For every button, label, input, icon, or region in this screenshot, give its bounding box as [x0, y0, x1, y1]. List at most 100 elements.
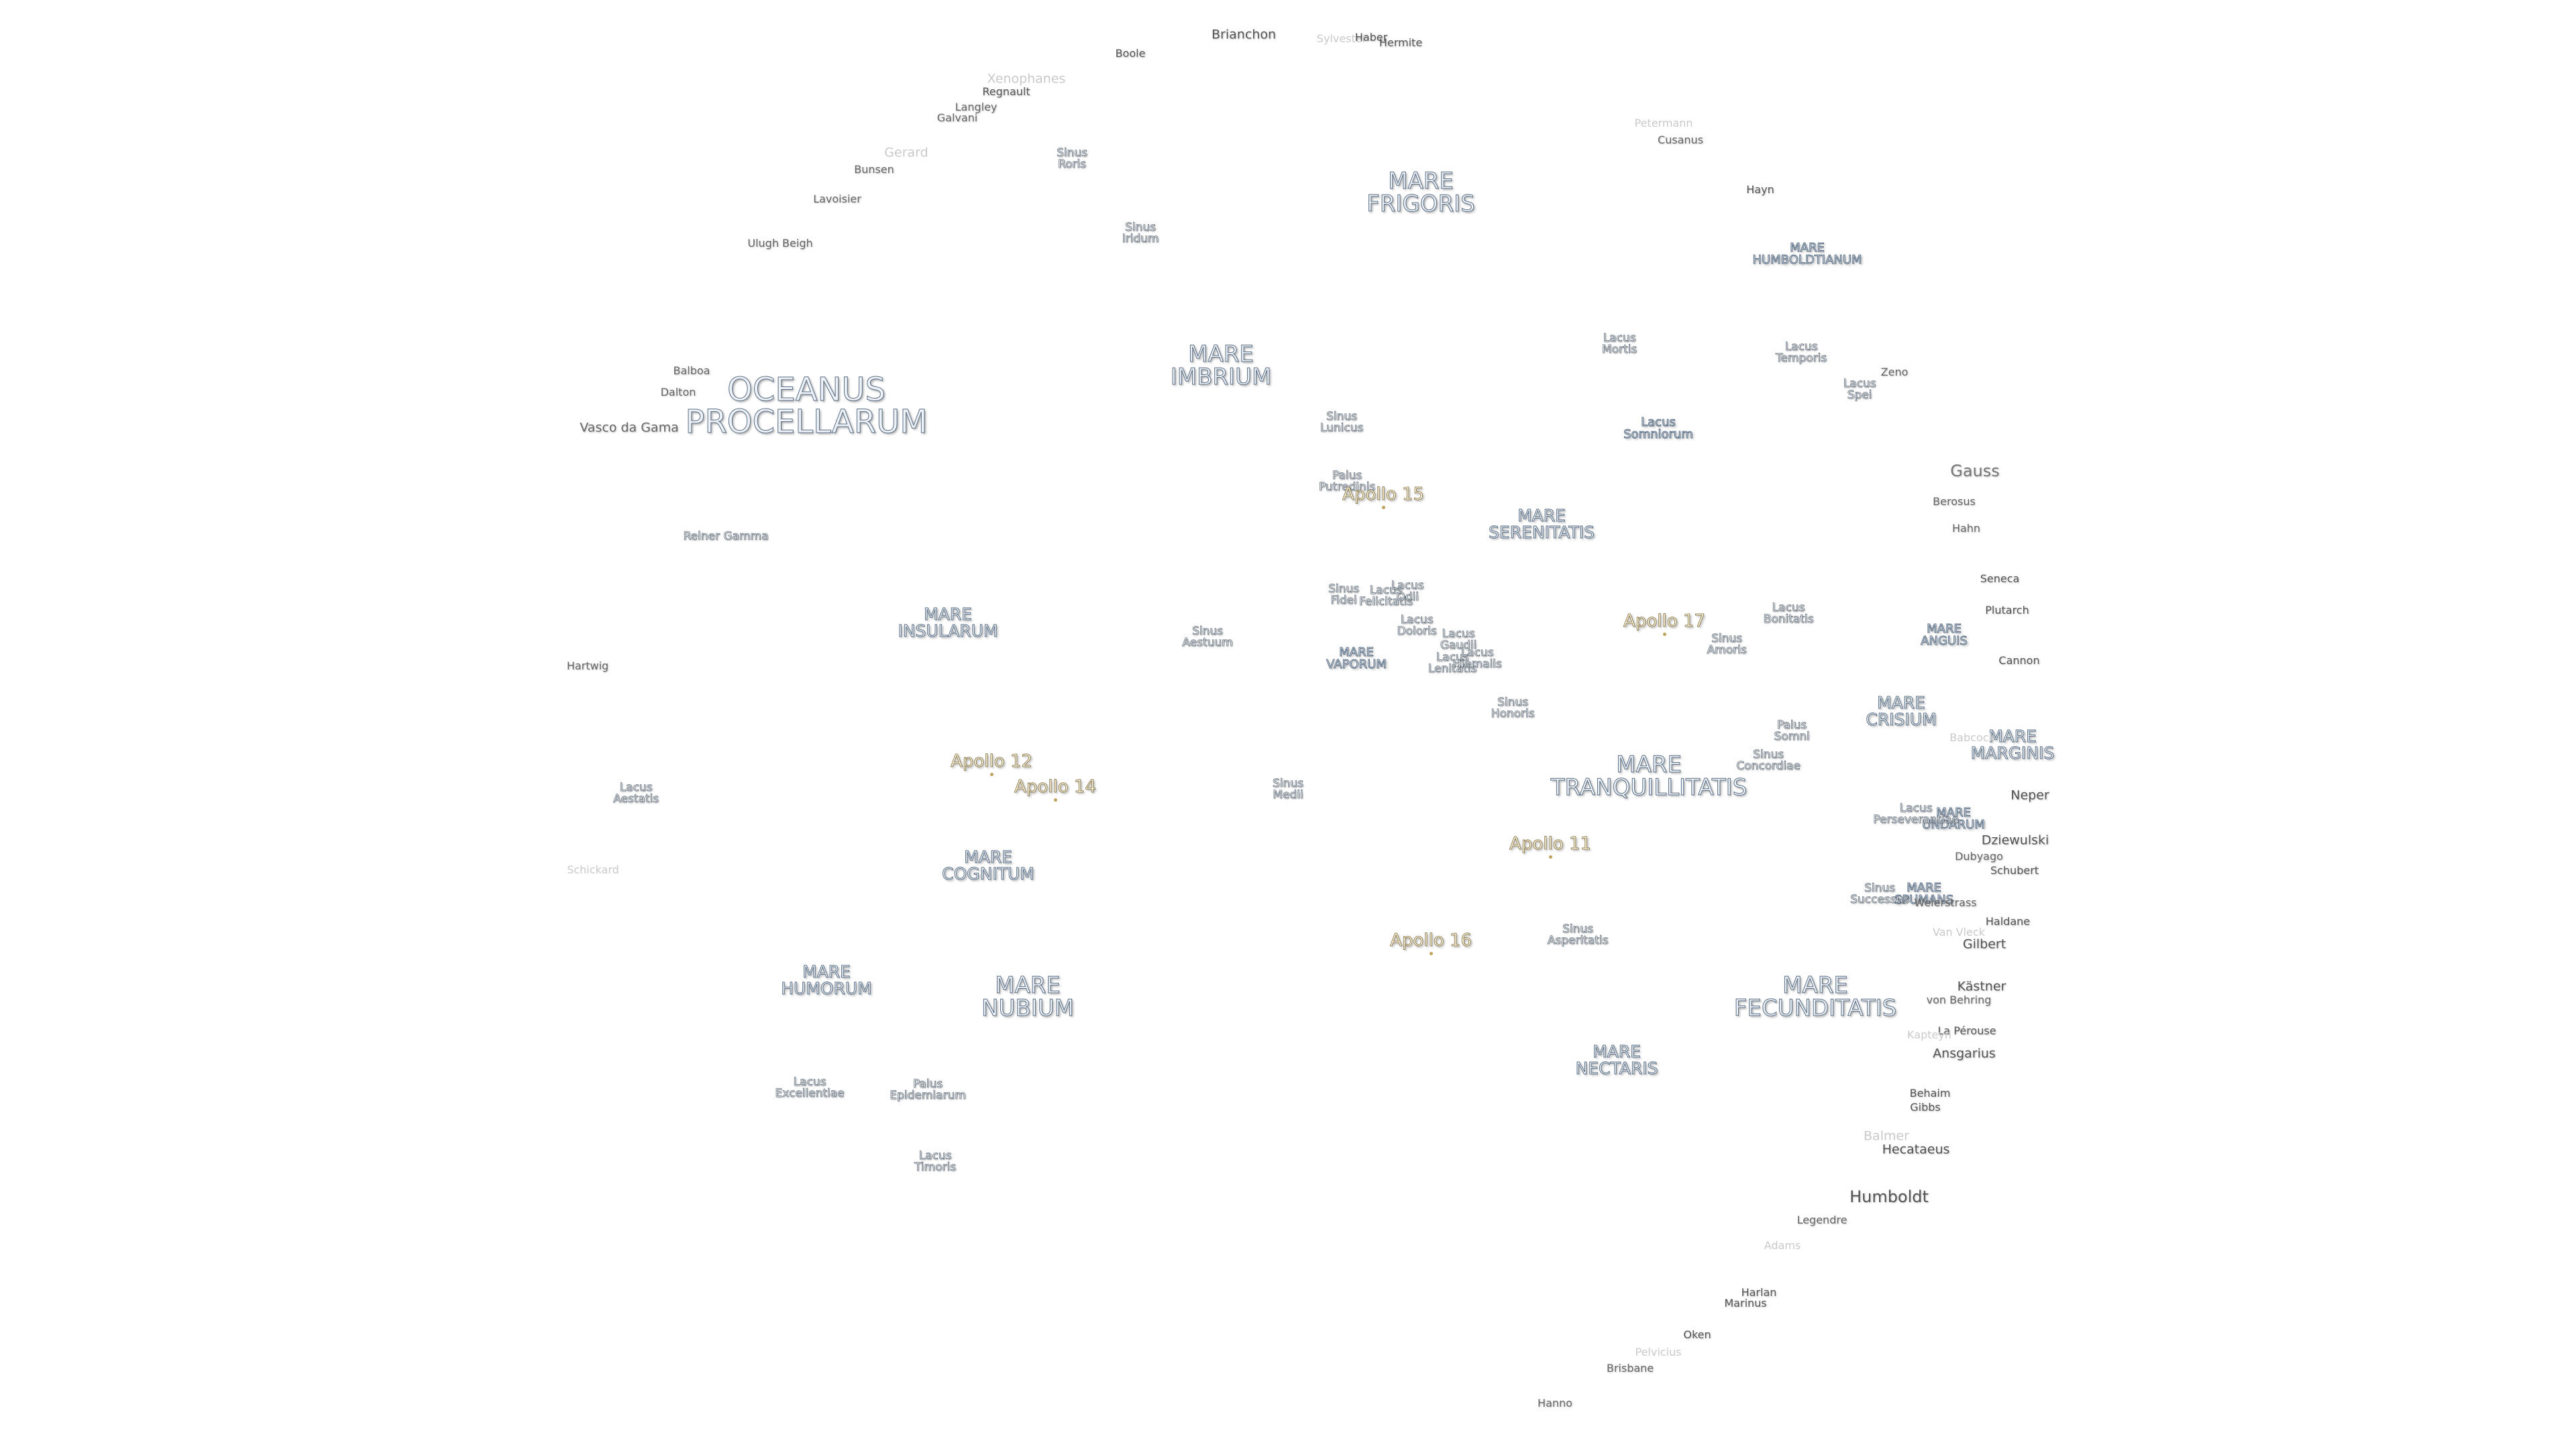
- label-crater-humboldt: Humboldt: [1849, 1187, 1929, 1206]
- label-mare-humorum: MARE HUMORUM: [781, 962, 873, 998]
- label-sinus-iridum: Sinus Iridum: [1122, 221, 1159, 246]
- label-sinus-amoris: Sinus Amoris: [1707, 632, 1747, 657]
- label-crater-bunsen: Bunsen: [854, 163, 894, 176]
- label-crater-zeno: Zeno: [1880, 366, 1909, 378]
- label-lacus-aestatis: Lacus Aestatis: [613, 781, 659, 806]
- label-mare-vaporum: MARE VAPORUM: [1326, 645, 1387, 672]
- label-crater-haber: Haber: [1354, 31, 1388, 44]
- label-mare-nubium: MARE NUBIUM: [981, 972, 1075, 1022]
- label-crater-gerard: Gerard: [884, 145, 928, 160]
- label-mare-spumans: MARE SPUMANS: [1894, 881, 1954, 907]
- label-palus-somni: Palus Somni: [1774, 718, 1810, 743]
- label-crater-seneca: Seneca: [1980, 572, 2020, 585]
- label-mare-undarum: MARE UNDARUM: [1922, 806, 1986, 832]
- label-mare-fecunditatis: MARE FECUNDITATIS: [1733, 972, 1897, 1022]
- label-crater-brianchon: Brianchon: [1212, 27, 1276, 42]
- label-oceanus-procellarum: OCEANUS PROCELLARUM: [685, 371, 928, 441]
- label-lacus-odii: Lacus Odii: [1391, 579, 1424, 604]
- label-crater-hamilton: Harlan: [1741, 1286, 1777, 1299]
- label-palus-putredinis: Palus Putredinis: [1318, 469, 1376, 494]
- label-crater-lavoisier: Lavoisier: [813, 193, 861, 205]
- label-apollo-14: Apollo 14: [1014, 777, 1097, 797]
- apollo-14-marker: [1054, 798, 1057, 802]
- label-mare-tranquillitatis: MARE TRANQUILLITATIS: [1550, 751, 1748, 801]
- label-crater-oken: Oken: [1683, 1328, 1711, 1341]
- label-sinus-asperitatis: Sinus Asperitatis: [1547, 922, 1609, 947]
- label-crater-schickard: Schickard: [567, 863, 619, 876]
- label-crater-haldane: Haldane: [1985, 915, 2031, 928]
- label-crater-van-vleck: Van Vleck: [1932, 926, 1986, 938]
- label-crater-regnault: Regnault: [982, 85, 1030, 98]
- label-lacus-temporis: Lacus Temporis: [1775, 340, 1827, 365]
- label-crater-babcock: Babcock: [1949, 731, 1995, 744]
- label-sinus-honoris: Sinus Honoris: [1491, 696, 1535, 720]
- apollo-15-marker: [1382, 506, 1385, 509]
- label-crater-langley: Langley: [955, 101, 998, 113]
- label-crater-adams: Adams: [1764, 1239, 1801, 1252]
- label-crater-balmer: Balmer: [1864, 1128, 1909, 1144]
- label-crater-xenophanes: Xenophanes: [987, 71, 1066, 87]
- label-sinus-fidei: Sinus Fidei: [1328, 582, 1360, 607]
- apollo-16-marker: [1430, 952, 1433, 955]
- label-lacus-mortis: Lacus Mortis: [1601, 331, 1638, 356]
- label-lacus-perseverantiae: Lacus Perseverantiae: [1873, 802, 1959, 826]
- apollo-17-marker: [1663, 633, 1666, 636]
- label-crater-dziewulski: Dziewulski: [1981, 833, 2049, 848]
- label-crater-vasco-da-gama: Vasco da Gama: [580, 420, 679, 435]
- label-crater-gilbert: Gilbert: [1962, 936, 2006, 952]
- label-crater-boole: Boole: [1115, 47, 1146, 60]
- label-crater-weierstrass: Weierstrass: [1914, 896, 1977, 909]
- label-crater-sylvester: Sylvester: [1316, 32, 1367, 45]
- label-lacus-spei: Lacus Spei: [1843, 377, 1876, 402]
- label-mare-humboldtianum: MARE HUMBOLDTIANUM: [1752, 241, 1862, 267]
- label-crater-gauss: Gauss: [1950, 462, 2000, 480]
- label-reiner-gamma: Reiner Gamma: [683, 529, 769, 543]
- label-mare-crisium: MARE CRISIUM: [1866, 693, 1937, 729]
- label-apollo-11: Apollo 11: [1509, 834, 1592, 854]
- label-crater-balboa: Balboa: [673, 364, 710, 377]
- label-sinus-medii: Sinus Medii: [1273, 777, 1304, 802]
- label-palus-epidemiarum: Palus Epidemiarum: [890, 1077, 966, 1102]
- label-crater-dubyago: Dubyago: [1955, 850, 2003, 863]
- label-crater-galvani: Galvani: [936, 111, 978, 124]
- label-crater-kastner: Kästner: [1957, 979, 2006, 994]
- label-sinus-successus: Sinus Successus: [1849, 881, 1910, 906]
- label-lacus-somniorum: Lacus Somniorum: [1623, 415, 1694, 441]
- label-sinus-lunicus: Sinus Lunicus: [1320, 410, 1364, 435]
- label-crater-cusanus: Cusanus: [1657, 133, 1704, 146]
- label-sinus-roris: Sinus Roris: [1057, 146, 1088, 171]
- label-mare-marginis: MARE MARGINIS: [1970, 727, 2055, 763]
- label-crater-la-perouse: La Pérouse: [1937, 1024, 1996, 1037]
- label-crater-hanno: Hanno: [1538, 1397, 1572, 1409]
- label-crater-von-behring: von Behring: [1926, 994, 1992, 1006]
- label-lacus-hiemalis: Lacus Hiemalis: [1452, 646, 1502, 671]
- label-mare-nectaris: MARE NECTARIS: [1575, 1042, 1658, 1078]
- label-crater-hermite: Hermite: [1379, 36, 1423, 49]
- label-crater-kapteyn: Kapteyn: [1907, 1028, 1951, 1041]
- label-crater-berosus: Berosus: [1933, 495, 1976, 508]
- label-crater-cannon: Cannon: [1998, 654, 2040, 667]
- label-crater-hecataeus: Hecataeus: [1882, 1142, 1950, 1157]
- label-mare-anguis: MARE ANGUIS: [1921, 622, 1968, 648]
- label-lacus-excellentiae: Lacus Excellentiae: [775, 1075, 845, 1100]
- label-mare-imbrium: MARE IMBRIUM: [1170, 341, 1272, 390]
- label-crater-schubert: Schubert: [1990, 864, 2039, 877]
- label-crater-neper: Neper: [2010, 788, 2049, 803]
- label-mare-insularum: MARE INSULARUM: [898, 604, 998, 641]
- label-mare-serenitatis: MARE SERENITATIS: [1489, 506, 1595, 542]
- label-lacus-gaudii: Lacus Gaudii: [1440, 627, 1477, 652]
- label-sinus-aestuum: Sinus Aestuum: [1182, 625, 1233, 649]
- label-crater-marinus: Marinus: [1724, 1297, 1767, 1309]
- label-crater-hayn: Hayn: [1746, 183, 1774, 196]
- label-crater-hartwig: Hartwig: [566, 659, 609, 672]
- label-apollo-16: Apollo 16: [1390, 930, 1472, 951]
- label-lacus-timoris: Lacus Timoris: [914, 1149, 957, 1174]
- label-mare-frigoris: MARE FRIGORIS: [1366, 168, 1476, 217]
- label-crater-plutarch: Plutarch: [1985, 604, 2029, 616]
- label-lacus-felicitatis: Lacus Felicitatis: [1358, 584, 1413, 608]
- label-crater-petermann: Petermann: [1634, 117, 1693, 129]
- label-apollo-12: Apollo 12: [951, 751, 1033, 771]
- label-crater-behaim: Behaim: [1909, 1087, 1951, 1099]
- label-crater-legendre: Legendre: [1796, 1214, 1847, 1226]
